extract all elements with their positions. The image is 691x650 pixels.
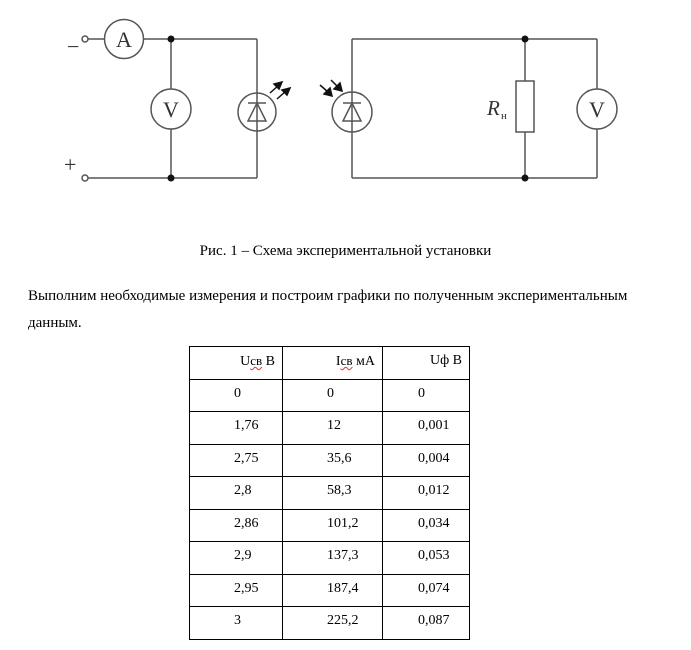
header-cell: Uф В bbox=[382, 346, 470, 380]
junction-dot bbox=[521, 35, 529, 43]
table-cell: 101,2 bbox=[282, 508, 383, 542]
cell-value: 1,76 bbox=[234, 418, 259, 433]
cell-value: 225,2 bbox=[327, 613, 359, 628]
cell-value: 187,4 bbox=[327, 580, 359, 596]
cell-value: 0 bbox=[234, 385, 241, 401]
cell-value: 137,3 bbox=[327, 548, 359, 563]
table-row: 3 225,2 0,087 bbox=[189, 606, 470, 640]
table-row: 2,95 187,4 0,074 bbox=[189, 573, 470, 607]
table-cell: 0,012 bbox=[382, 476, 470, 510]
cell-value: 101,2 bbox=[327, 515, 359, 531]
table-row: 2,75 35,6 0,004 bbox=[189, 443, 470, 477]
table-row: 2,9 137,3 0,053 bbox=[189, 541, 470, 575]
cell-value: 0,004 bbox=[418, 450, 450, 466]
table-row: 2,8 58,3 0,012 bbox=[189, 476, 470, 510]
cell-value: 0,012 bbox=[418, 483, 450, 498]
table-cell: 0,001 bbox=[382, 411, 470, 445]
voltmeter-right-icon bbox=[576, 88, 618, 130]
cell-value: 0,087 bbox=[418, 613, 450, 628]
table-cell: 187,4 bbox=[282, 573, 383, 607]
ammeter-icon bbox=[103, 18, 145, 60]
voltmeter-icon bbox=[150, 88, 192, 130]
cell-value: 0 bbox=[418, 385, 425, 401]
table-cell: 0,053 bbox=[382, 541, 470, 575]
table-cell: 0 bbox=[282, 378, 383, 412]
junction-dot bbox=[167, 35, 175, 43]
table-cell: 0 bbox=[382, 378, 470, 412]
cell-value: 0,074 bbox=[418, 580, 450, 596]
table-cell: 0 bbox=[189, 378, 283, 412]
ammeter-label: A bbox=[116, 27, 132, 52]
cell-value: 0,053 bbox=[418, 548, 450, 563]
table-cell: 35,6 bbox=[282, 443, 383, 477]
table-row: 0 0 0 bbox=[189, 378, 470, 412]
circuit-diagram: A V V − + R н bbox=[64, 18, 618, 182]
table-row: 2,86 101,2 0,034 bbox=[189, 508, 470, 542]
table-cell: 2,86 bbox=[189, 508, 283, 542]
header-cell: Iсв мА bbox=[282, 346, 383, 380]
cell-value: 58,3 bbox=[327, 483, 352, 498]
table-cell: 1,76 bbox=[189, 411, 283, 445]
table-row: 1,76 12 0,001 bbox=[189, 411, 470, 445]
cell-value: 0,001 bbox=[418, 418, 450, 433]
figure-caption: Рис. 1 – Схема экспериментальной установ… bbox=[199, 243, 492, 259]
junction-dot bbox=[167, 174, 175, 182]
terminal-minus-label: − bbox=[67, 34, 79, 59]
terminal-minus bbox=[81, 35, 89, 43]
cell-value: 2,86 bbox=[234, 515, 259, 531]
header-cell: Uсв В bbox=[189, 346, 283, 380]
table-header-row: Uсв В Iсв мА Uф В bbox=[189, 346, 470, 380]
cell-value: 12 bbox=[327, 418, 341, 433]
table-cell: 2,75 bbox=[189, 443, 283, 477]
measurements-table: Uсв В Iсв мА Uф В 0 0 0 1,76 12 0,001 2,75 35,6… bbox=[189, 346, 470, 640]
table-cell: 2,9 bbox=[189, 541, 283, 575]
voltmeter-left-label: V bbox=[163, 97, 179, 122]
table-cell: 225,2 bbox=[282, 606, 383, 640]
terminal-plus-label: + bbox=[64, 152, 76, 177]
cell-value: 2,75 bbox=[234, 450, 259, 466]
resistor-label: R bbox=[486, 96, 500, 120]
resistor-icon bbox=[515, 80, 535, 133]
light-incoming-arrows-icon bbox=[319, 79, 344, 98]
terminal-plus bbox=[81, 174, 89, 182]
table-cell: 3 bbox=[189, 606, 283, 640]
junction-dot bbox=[521, 174, 529, 182]
cell-value: 0 bbox=[327, 385, 334, 401]
voltmeter-right-label: V bbox=[589, 97, 605, 122]
body-paragraph: Выполним необходимые измерения и построи… bbox=[28, 288, 628, 331]
cell-value: 0,034 bbox=[418, 515, 450, 531]
table-cell: 2,8 bbox=[189, 476, 283, 510]
table-cell: 58,3 bbox=[282, 476, 383, 510]
table-cell: 2,95 bbox=[189, 573, 283, 607]
cell-value: 35,6 bbox=[327, 450, 352, 466]
table-cell: 0,004 bbox=[382, 443, 470, 477]
table-cell: 0,034 bbox=[382, 508, 470, 542]
cell-value: 2,8 bbox=[234, 483, 252, 498]
cell-value: 2,95 bbox=[234, 580, 259, 596]
table-cell: 137,3 bbox=[282, 541, 383, 575]
table-cell: 0,074 bbox=[382, 573, 470, 607]
table-cell: 0,087 bbox=[382, 606, 470, 640]
cell-value: 3 bbox=[234, 613, 241, 628]
light-emission-arrows-icon bbox=[269, 80, 292, 100]
cell-value: 2,9 bbox=[234, 548, 252, 563]
resistor-label-subscript: н bbox=[501, 110, 507, 122]
table-cell: 12 bbox=[282, 411, 383, 445]
